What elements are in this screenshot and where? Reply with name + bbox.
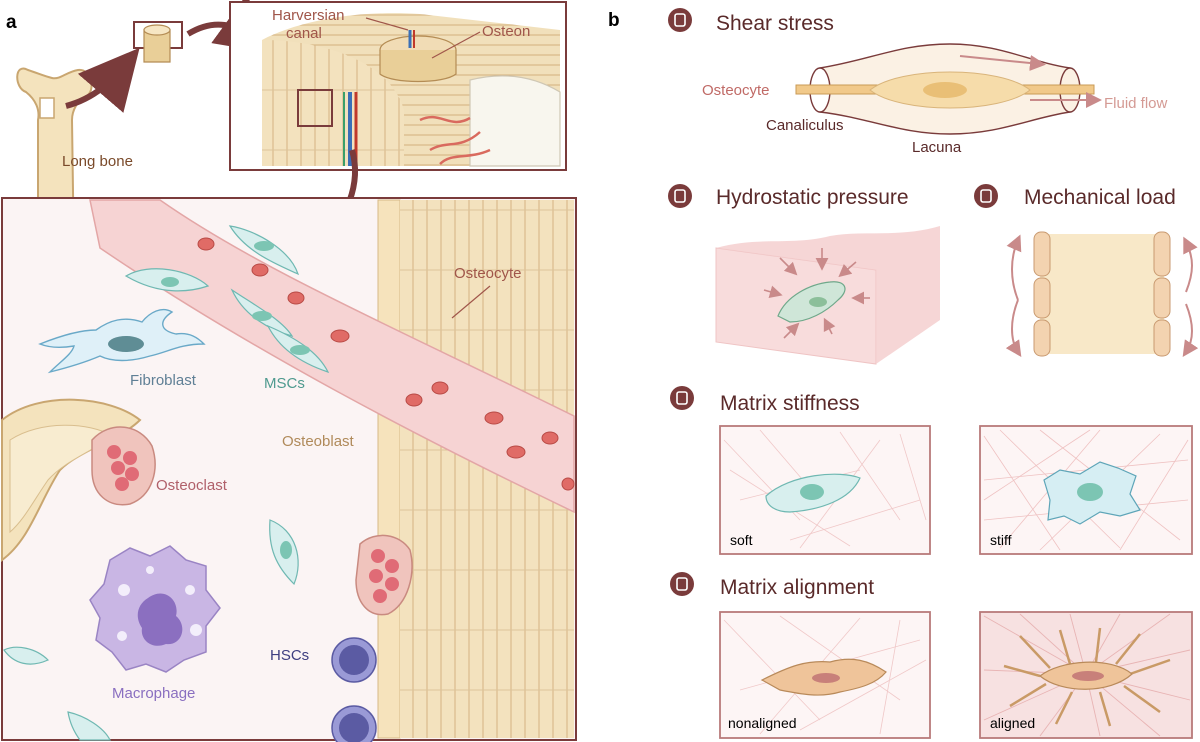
osteocyte-label-a: Osteocyte [454,265,522,282]
shear-stress-title: Shear stress [716,12,834,35]
bullet-icon [974,184,998,208]
fluid-flow-label: Fluid flow [1104,95,1168,112]
matrix-stiffness-title: Matrix stiffness [720,392,860,415]
blood-vessel [89,199,575,514]
vessels-red [419,115,491,165]
canaliculus-label: Canaliculus [766,117,844,134]
macrophage-label: Macrophage [112,685,195,702]
msc-cells [3,225,330,741]
matrix-alignment-title: Matrix alignment [720,576,874,599]
red-blood-cell [251,263,269,277]
hydrostatic-pressure-diagram [715,226,940,365]
bullet-icon [670,386,694,410]
osteoclast-cell-2 [355,534,413,616]
red-blood-cell [431,381,449,395]
red-blood-cells [197,237,575,491]
red-blood-cell [330,329,350,343]
bullet-icon [668,8,692,32]
long-bone-label: Long bone [62,153,133,170]
aligned-label: aligned [990,715,1035,731]
stiff-matrix-panel [979,425,1193,555]
red-blood-cell [541,431,559,445]
red-blood-cell [506,445,526,459]
macrophage-cell [89,545,221,673]
aligned-matrix-panel [979,611,1193,739]
shear-osteocyte-label: Osteocyte [702,82,770,99]
nonaligned-matrix-panel [719,611,931,739]
harversian-label-line1: Harversian [272,7,345,24]
arrow-bone-to-chunk [65,47,140,113]
stiff-label: stiff [990,532,1012,548]
osteoclast-label: Osteoclast [156,477,228,494]
red-blood-cell [561,477,575,491]
fibroblast-cell [38,308,206,374]
red-blood-cell [405,393,423,407]
mechanical-load-diagram [1005,231,1199,357]
bullet-icon [670,572,694,596]
panel-a-letter: a [6,12,17,33]
shear-stress-diagram [795,43,1102,135]
lacuna-label: Lacuna [912,139,962,156]
hscs-label: HSCs [270,647,309,664]
fibroblast-label: Fibroblast [130,372,197,389]
red-blood-cell [197,237,215,251]
bone-chunk-icon [143,24,171,63]
osteoclast-cell [91,426,156,506]
panel-b-letter: b [608,10,620,31]
harversian-label-line2: canal [286,25,322,42]
hydrostatic-pressure-title: Hydrostatic pressure [716,186,909,209]
red-blood-cell [484,411,504,425]
hsc-cells [331,637,377,742]
bullet-icon [668,184,692,208]
osteon-label: Osteon [482,23,530,40]
mscs-label: MSCs [264,375,305,392]
msc-cell [67,711,111,741]
nonaligned-label: nonaligned [728,715,797,731]
red-blood-cell [287,291,305,305]
soft-matrix-panel [719,425,931,555]
mechanical-load-title: Mechanical load [1024,186,1176,209]
msc-cell [3,646,50,665]
osteoblast-label: Osteoblast [282,433,355,450]
osteon-inset [229,1,567,171]
soft-label: soft [730,532,753,548]
